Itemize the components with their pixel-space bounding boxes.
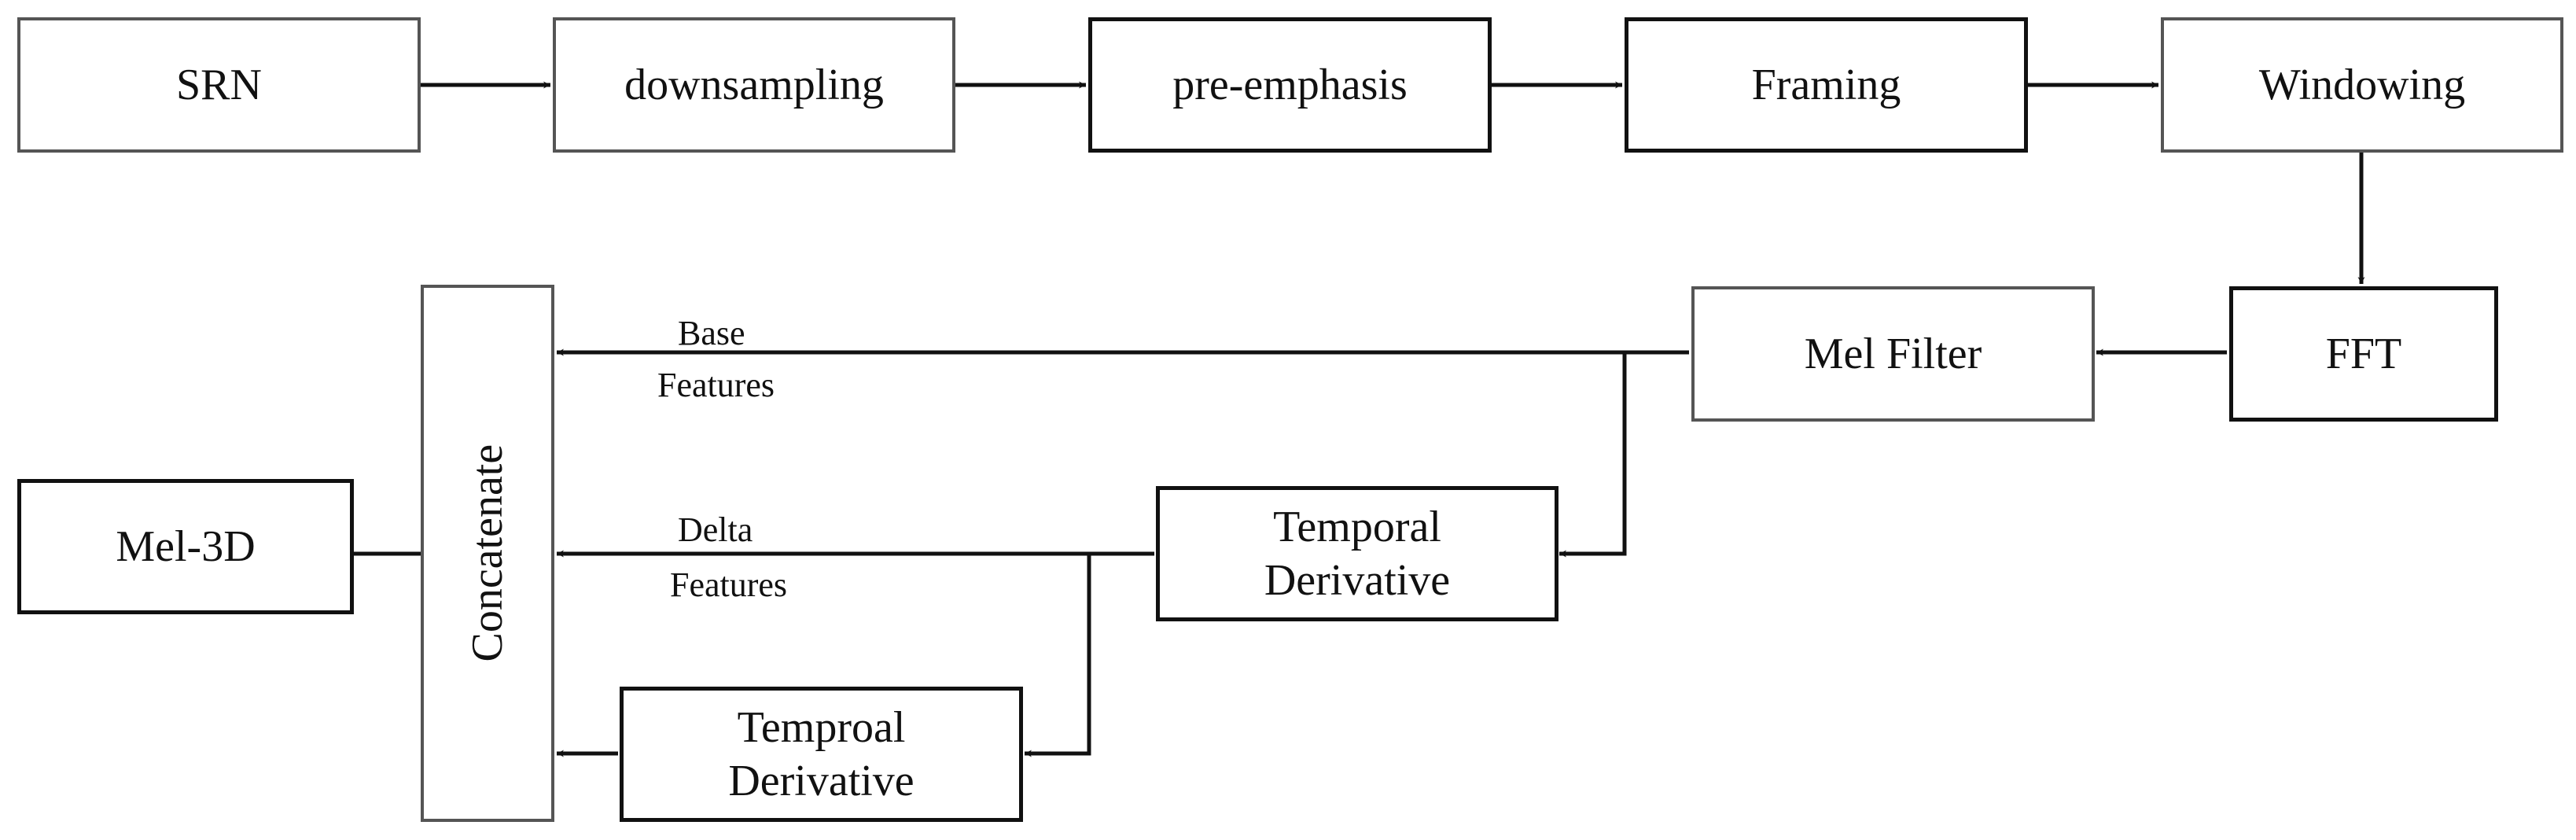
srn-label: SRN bbox=[176, 60, 262, 109]
temproal-derivative-box: Temproal Derivative bbox=[620, 687, 1023, 822]
downsampling-label: downsampling bbox=[624, 60, 884, 109]
mel3d-box: Mel-3D bbox=[17, 479, 354, 614]
temporal-derivative-box: Temporal Derivative bbox=[1156, 486, 1558, 621]
arrow-branch-to-temporal-derivative bbox=[1559, 352, 1627, 558]
preemphasis-box: pre-emphasis bbox=[1088, 17, 1492, 153]
temporal-derivative-label: Temporal Derivative bbox=[1264, 502, 1451, 605]
downsampling-box: downsampling bbox=[553, 17, 955, 153]
fft-label: FFT bbox=[2325, 329, 2402, 378]
base-features-label-line1: Base bbox=[678, 314, 745, 352]
delta-features-label-line2: Features bbox=[670, 566, 788, 604]
temproal-derivative-label: Temproal Derivative bbox=[728, 702, 914, 805]
fft-box: FFT bbox=[2229, 286, 2498, 422]
base-features-label-line2: Features bbox=[657, 366, 775, 404]
framing-box: Framing bbox=[1625, 17, 2028, 153]
srn-box: SRN bbox=[17, 17, 421, 153]
preemphasis-label: pre-emphasis bbox=[1172, 60, 1408, 109]
arrow-branch-to-temproal-derivative bbox=[1025, 554, 1091, 757]
mel-filter-box: Mel Filter bbox=[1691, 286, 2095, 422]
delta-features-label-line1: Delta bbox=[678, 510, 753, 549]
windowing-box: Windowing bbox=[2161, 17, 2563, 153]
framing-label: Framing bbox=[1751, 60, 1901, 109]
mel-filter-label: Mel Filter bbox=[1804, 329, 1982, 378]
mel3d-label: Mel-3D bbox=[116, 521, 256, 571]
windowing-label: Windowing bbox=[2258, 60, 2466, 109]
concatenate-label: Concatenate bbox=[462, 444, 512, 662]
concatenate-box: Concatenate bbox=[421, 285, 554, 822]
